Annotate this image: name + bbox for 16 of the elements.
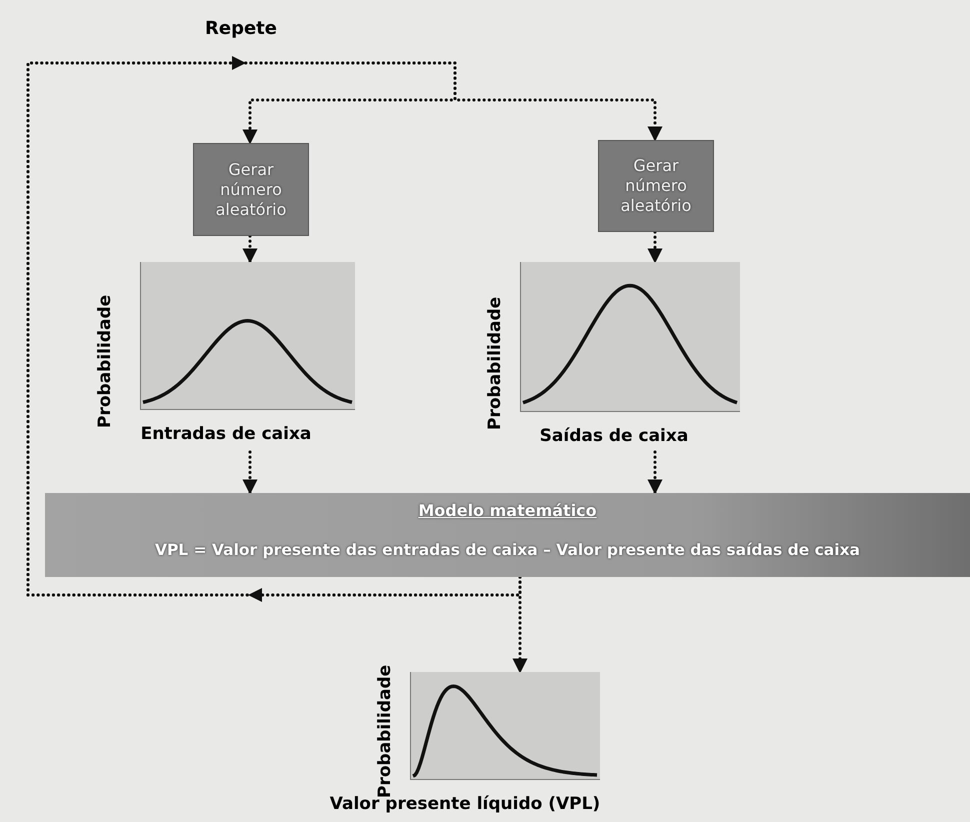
dotted-arrow [648,230,662,264]
dotted-arrow [242,234,258,264]
process-box: Gerar número aleatório [598,140,714,232]
axis-title: Probabilidade [95,294,115,428]
model-heading: Modelo matemático [417,501,598,520]
axis-title: Probabilidade [485,296,505,430]
dotted-arrow [26,62,662,596]
dotted-arrow [648,450,662,494]
axis-title: Probabilidade [375,664,395,798]
dotted-arrow [242,450,258,494]
formula-text: VPL = Valor presente das entradas de caixa – Valor presente das saídas de caixa [154,541,862,559]
process-box: Gerar número aleatório [193,143,309,236]
axis-title: Entradas de caixa [140,424,312,444]
loop-label: Repete [205,18,277,39]
model-band [45,493,970,577]
axis-title: Saídas de caixa [538,426,690,446]
